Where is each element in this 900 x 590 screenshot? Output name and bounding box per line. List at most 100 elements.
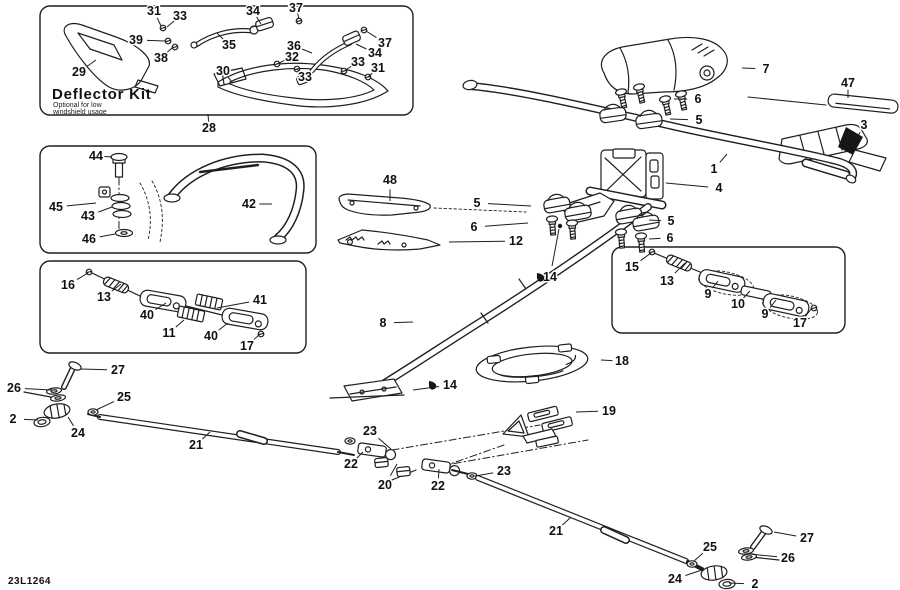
part-number-label: 13 <box>97 290 111 304</box>
part-number-label: 8 <box>380 316 387 330</box>
part-25-nut <box>686 560 698 568</box>
part-number-label: 27 <box>111 363 125 377</box>
part-20-clip <box>396 465 411 478</box>
leader-lines <box>23 12 861 585</box>
part-46-washer <box>114 228 134 238</box>
part-23-nut <box>344 437 356 445</box>
leader-line <box>356 451 364 459</box>
part-26-washer <box>45 386 63 396</box>
part-11-plate <box>176 305 206 323</box>
part-number-label: 28 <box>202 121 216 135</box>
leader-line <box>773 531 797 537</box>
leader-line <box>252 333 261 341</box>
part-number-label: 31 <box>147 4 161 18</box>
leader-line <box>76 272 89 281</box>
part-18-boot-plate <box>475 343 589 385</box>
leader-line <box>769 299 777 309</box>
part-number-label: 23 <box>363 424 377 438</box>
leader-line <box>301 48 313 54</box>
leader-line <box>474 472 494 477</box>
part-number-label: 43 <box>81 209 95 223</box>
leader-line <box>648 237 661 240</box>
part-20-clip <box>374 456 389 469</box>
part-33-screw <box>159 24 167 32</box>
part-44-bolt <box>110 152 128 178</box>
deflector-kit-subtitle-1: Optional for low <box>53 102 103 109</box>
part-number-label: 31 <box>371 61 385 75</box>
steering-arm-linkage <box>344 437 478 480</box>
part-number-label: 42 <box>242 197 256 211</box>
part-6-bolts-mid-right <box>614 228 649 253</box>
part-number-label: 22 <box>344 457 358 471</box>
part-27-bolt <box>759 525 773 535</box>
part-number-label: 34 <box>368 46 382 60</box>
part-29-deflector-left <box>63 23 159 94</box>
leader-line <box>600 359 613 362</box>
part-42-grab-handle <box>163 153 305 245</box>
leader-line <box>103 155 113 158</box>
part-number-label: 21 <box>549 524 563 538</box>
part-21-tie-rod-left <box>87 413 355 456</box>
leader-line <box>155 302 167 311</box>
part-number-label: 13 <box>660 274 674 288</box>
leader-line <box>80 368 108 371</box>
leader-line <box>156 17 162 27</box>
leader-line <box>393 321 414 324</box>
leader-line <box>712 280 719 289</box>
part-number-label: 44 <box>89 149 103 163</box>
part-number-label: 46 <box>82 232 96 246</box>
part-number-label: 6 <box>667 231 674 245</box>
document-code: 23L1264 <box>8 576 51 587</box>
part-2-nut <box>32 415 52 429</box>
part-47-strap <box>747 93 899 114</box>
leader-line <box>207 113 210 122</box>
part-number-label: 17 <box>793 316 807 330</box>
leader-line <box>218 322 229 331</box>
part-number-label: 10 <box>731 297 745 311</box>
part-34-clamp <box>342 30 361 46</box>
leader-line <box>146 39 166 42</box>
part-number-label: 32 <box>285 50 299 64</box>
part-number-label: 1 <box>711 162 718 176</box>
part-number-label: 24 <box>71 426 85 440</box>
part-number-label: 3 <box>861 118 868 132</box>
part-number-label: 27 <box>800 531 814 545</box>
part-24-ball-joint <box>699 563 729 583</box>
part-number-label: 15 <box>625 260 639 274</box>
grab-handle-inset-box <box>39 145 317 254</box>
part-number-label: 25 <box>703 540 717 554</box>
part-number-label: 2 <box>10 412 17 426</box>
part-number-label: 9 <box>705 287 712 301</box>
leader-line <box>256 16 262 25</box>
leader-line <box>561 517 571 526</box>
leader-line <box>95 401 115 411</box>
part-number-label: 33 <box>298 70 312 84</box>
part-37-screw <box>295 17 303 25</box>
leader-line <box>99 233 116 238</box>
leader-line <box>365 30 377 39</box>
part-4-riser-block <box>600 148 664 200</box>
leader-line <box>749 553 778 558</box>
part-number-label: 20 <box>378 478 392 492</box>
part-number-label: 19 <box>602 404 616 418</box>
adjuster-inset-box-right <box>611 246 846 334</box>
part-48-bracket <box>338 193 431 216</box>
leader-line <box>640 252 652 262</box>
part-number-label: 33 <box>351 55 365 69</box>
leader-line <box>66 202 97 207</box>
leader-line <box>67 416 74 427</box>
leader-line <box>175 319 185 328</box>
part-number-label: 48 <box>383 173 397 187</box>
part-45-nut <box>98 186 111 198</box>
leader-line <box>674 262 686 274</box>
deflector-kit-box <box>39 5 414 116</box>
leader-line <box>487 203 532 207</box>
leader-line <box>216 32 224 40</box>
part-number-label: 41 <box>253 293 267 307</box>
part-number-label: 47 <box>841 76 855 90</box>
part-number-label: 17 <box>240 339 254 353</box>
leader-line <box>648 219 662 222</box>
leader-line <box>165 47 173 54</box>
